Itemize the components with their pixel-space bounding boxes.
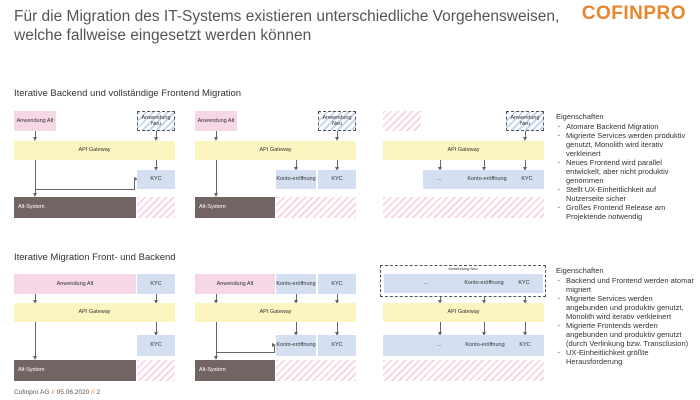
app-new-box: Anwendung Neu	[506, 111, 544, 131]
api-gateway-box: API Gateway	[383, 303, 544, 322]
app-old-box: Anwendung Alt	[195, 274, 275, 294]
api-gateway-box: API Gateway	[195, 141, 356, 160]
app-new-small-label: Anwendung Neu	[440, 266, 486, 271]
property-item: Neues Frontend wird parallel entwickelt,…	[558, 158, 696, 185]
konto-box: Konto-eröffnung	[276, 170, 316, 189]
property-item: Stellt UX-Einheitlichkeit auf Nutzerseit…	[558, 185, 696, 203]
kyc-box: KYC	[137, 335, 175, 356]
kyc-box: KYC	[318, 170, 356, 189]
kyc-frontend-box: KYC	[137, 274, 175, 294]
ellipsis-label: ...	[437, 342, 442, 349]
property-item: Atomare Backend Migration	[558, 122, 696, 132]
section-2-heading: Iterative Migration Front- und Backend	[14, 252, 176, 263]
hatched-slot	[276, 360, 356, 381]
page-title: Für die Migration des IT-Systems existie…	[14, 8, 560, 44]
frontend-services-box: ... Konto-eröffnung KYC	[384, 274, 543, 293]
hatched-slot	[137, 197, 175, 218]
alt-system-box: Alt-System	[14, 360, 136, 381]
app-old-box: Anwendung Alt	[14, 274, 136, 294]
footer-separator: //	[51, 389, 55, 396]
alt-system-box: Alt-System	[195, 360, 275, 381]
property-item: Migrierte Services werden produktiv genu…	[558, 131, 696, 158]
services-box: ... Konto-eröffnung KYC	[423, 170, 544, 189]
app-old-box: Anwendung Alt	[14, 111, 56, 131]
properties-list-2: Eigenschaften Backend und Frontend werde…	[556, 266, 696, 366]
api-gateway-box: API Gateway	[383, 141, 544, 160]
hatched-slot	[383, 197, 544, 218]
api-gateway-box: API Gateway	[14, 141, 175, 160]
property-item: Migrierte Frontends werden angebunden un…	[558, 321, 696, 348]
footer-company: Cofinpro AG	[14, 389, 50, 396]
company-logo: COFINPRO	[581, 3, 686, 24]
ellipsis-label: ...	[424, 280, 429, 287]
hatched-slot	[137, 360, 175, 381]
kyc-box: KYC	[318, 335, 356, 356]
property-item: UX-Einheitlichkeit größte Herausforderun…	[558, 348, 696, 366]
konto-box: Konto-eröffnung	[276, 335, 316, 356]
app-old-box: Anwendung Alt	[195, 111, 237, 131]
api-gateway-box: API Gateway	[14, 303, 175, 322]
property-item: Backend und Frontend werden atomar migri…	[558, 276, 696, 294]
alt-system-box: Alt-System	[195, 197, 275, 218]
konto-label: Konto-eröffnung	[467, 176, 507, 183]
footer-page: 2	[96, 389, 101, 396]
app-old-retired-box	[383, 111, 421, 131]
property-item: Migrierte Services werden angebunden und…	[558, 294, 696, 321]
kyc-label: KYC	[521, 176, 533, 183]
kyc-label: KYC	[518, 280, 530, 287]
properties-title: Eigenschaften	[556, 266, 604, 275]
section-1-heading: Iterative Backend und vollständige Front…	[14, 88, 242, 99]
app-new-box: Anwendung Neu	[318, 111, 356, 131]
kyc-frontend-box: KYC	[318, 274, 356, 294]
kyc-box: KYC	[137, 170, 175, 189]
konto-label: Konto-eröffnung	[465, 342, 505, 349]
app-new-box: Anwendung Neu	[137, 111, 175, 131]
konto-frontend-box: Konto-eröffnung	[276, 274, 316, 294]
footer: Cofinpro AG // 05.06.2020 // 2	[14, 389, 100, 396]
properties-title: Eigenschaften	[556, 112, 604, 121]
konto-label: Konto-eröffnung	[464, 280, 504, 287]
kyc-label: KYC	[519, 342, 531, 349]
footer-date: 05.06.2020	[56, 389, 90, 396]
hatched-slot	[383, 360, 544, 381]
hatched-slot	[276, 197, 356, 218]
footer-separator: //	[91, 389, 95, 396]
services-box: ... Konto-eröffnung KYC	[383, 335, 544, 356]
ellipsis-label: ...	[437, 176, 442, 183]
api-gateway-box: API Gateway	[195, 303, 356, 322]
properties-list-1: Eigenschaften Atomare Backend Migration …	[556, 112, 696, 221]
property-item: Großes Frontend Release am Projektende n…	[558, 203, 696, 221]
alt-system-box: Alt-System	[14, 197, 136, 218]
app-new-container	[380, 265, 546, 297]
